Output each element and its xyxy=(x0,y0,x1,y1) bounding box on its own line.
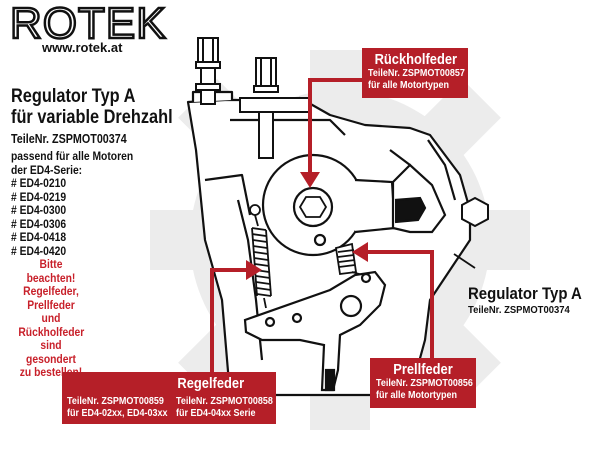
callout-title: Regelfeder xyxy=(177,375,245,392)
regelfeder-spring xyxy=(249,204,272,309)
callout-part: TeileNr. ZSPMOT00859 xyxy=(67,396,164,407)
regulator-pointer-line xyxy=(453,253,476,269)
callout-scope: für alle Motortypen xyxy=(376,390,458,401)
callout-scope: für ED4-04xx Serie xyxy=(176,408,256,419)
callout-arrows xyxy=(210,78,434,372)
model-item: # ED4-0306 xyxy=(11,216,67,231)
lever-wing xyxy=(391,163,447,234)
order-warning: Bitte beachten! Regelfeder, Prellfeder u… xyxy=(18,257,85,380)
website-url[interactable]: www.rotek.at xyxy=(42,40,123,55)
callout-prellfeder: Prellfeder TeileNr. ZSPMOT00856 für alle… xyxy=(370,358,476,408)
product-title-line1: Regulator Typ A xyxy=(11,86,136,107)
hex-nut xyxy=(461,196,489,228)
callout-rueckholfeder: Rückholfeder TeileNr. ZSPMOT00857 für al… xyxy=(362,48,468,98)
arrow-rueckholfeder xyxy=(308,78,362,176)
arrow-regelfeder xyxy=(210,268,250,372)
regulator-label-title: Regulator Typ A xyxy=(468,284,582,303)
model-item: # ED4-0210 xyxy=(11,176,67,190)
callout-part: TeileNr. ZSPMOT00858 xyxy=(176,396,273,407)
model-item: # ED4-0219 xyxy=(11,189,67,204)
regulator-label: Regulator Typ A TeileNr. ZSPMOT00374 xyxy=(468,284,597,316)
top-bracket xyxy=(239,97,311,113)
prellfeder-spring xyxy=(334,242,367,277)
fits-line2: der ED4-Serie: xyxy=(11,162,83,177)
arrow-heads xyxy=(246,172,368,280)
model-item: # ED4-0300 xyxy=(11,203,67,217)
product-description: Regulator Typ A für variable Drehzahl Te… xyxy=(11,86,201,258)
warning-line: Rückholfeder xyxy=(18,324,85,339)
cam-disk xyxy=(261,153,397,257)
adjustment-bolt-left xyxy=(195,37,221,105)
callout-regelfeder: Regelfeder TeileNr. ZSPMOT00859 für ED4-… xyxy=(62,372,276,424)
product-part-number: TeileNr. ZSPMOT00374 xyxy=(11,132,127,146)
adjustment-bolt-right xyxy=(253,57,279,159)
callout-scope: für ED4-02xx, ED4-03xx xyxy=(67,408,168,419)
regulator-label-part: TeileNr. ZSPMOT00374 xyxy=(468,304,570,316)
regelfeder-variant-a: TeileNr. ZSPMOT00859 für ED4-02xx, ED4-0… xyxy=(67,396,179,420)
compatibility-list: passend für alle Motoren der ED4-Serie: … xyxy=(11,149,174,258)
regelfeder-variant-b: TeileNr. ZSPMOT00858 für ED4-04xx Serie xyxy=(176,396,284,420)
warning-line: Bitte beachten! xyxy=(26,257,76,285)
arrow-prellfeder xyxy=(365,250,434,360)
callout-title: Rückholfeder xyxy=(374,51,458,68)
callout-part: TeileNr. ZSPMOT00857 xyxy=(368,68,465,79)
warning-line: Prellfeder und xyxy=(27,297,75,325)
lower-lever xyxy=(243,270,387,392)
fits-line1: passend für alle Motoren xyxy=(11,149,134,163)
callout-part: TeileNr. ZSPMOT00856 xyxy=(376,378,473,389)
callout-scope: für alle Motortypen xyxy=(368,80,450,91)
callout-title: Prellfeder xyxy=(393,361,453,378)
rotek-logo: ROTEK xyxy=(9,0,167,48)
warning-line: Regelfeder, xyxy=(23,284,79,298)
model-item: # ED4-0420 xyxy=(11,243,67,258)
model-item: # ED4-0418 xyxy=(11,230,67,244)
warning-line: sind gesondert xyxy=(26,338,76,366)
product-title-line2: für variable Drehzahl xyxy=(11,107,173,128)
